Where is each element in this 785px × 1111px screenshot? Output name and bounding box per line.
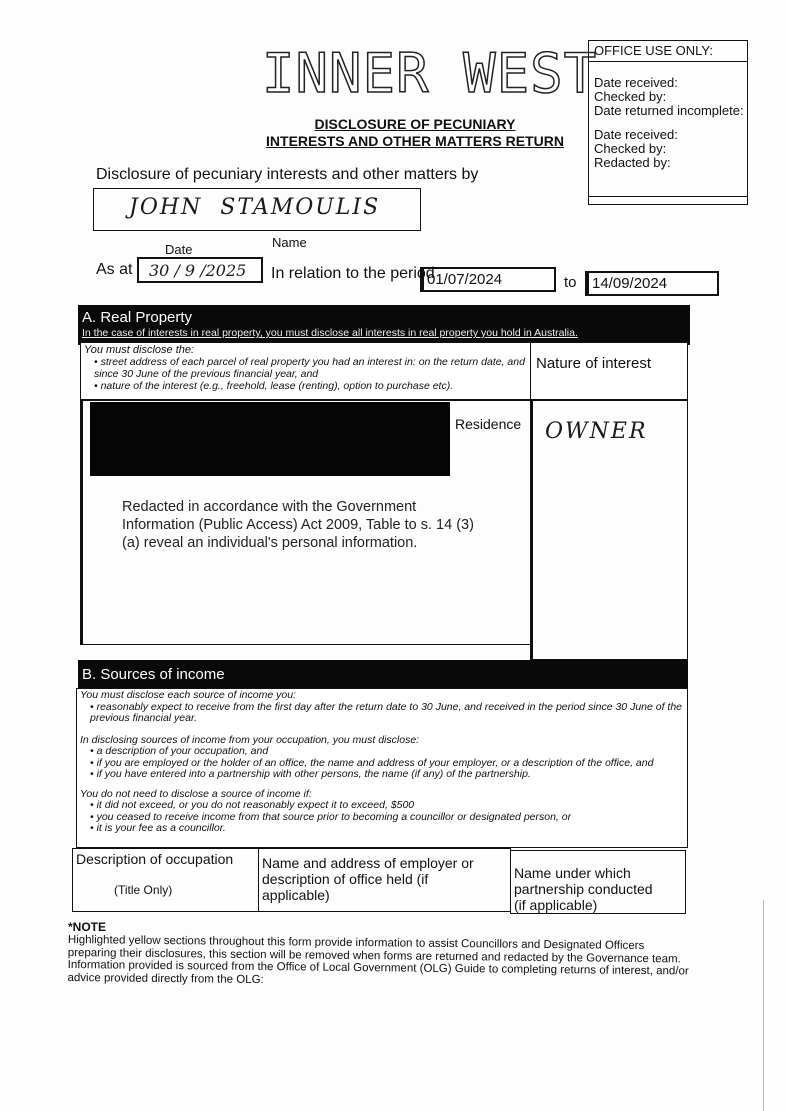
residence-label: Residence [455,416,522,432]
section-b-bullet: reasonably expect to receive from the fi… [90,701,684,725]
date-label: Date [165,242,193,257]
to-label: to [564,274,577,291]
section-b-bullet: a description of your occupation, and [90,745,684,758]
occupation-sub: (Title Only) [114,883,173,897]
office-date-received: Date received: [594,75,678,90]
section-b-p2: In disclosing sources of income from you… [80,733,420,746]
redaction-note-line: Redacted in accordance with the Governme… [122,499,417,515]
inner-west-logo: INNER WEST [261,41,598,106]
redaction-block [90,402,450,476]
office-use-title: OFFICE USE ONLY: [589,44,747,62]
income-col-occupation: Description of occupation (Title Only) [72,848,259,912]
section-b-bullet: if you are employed or the holder of an … [90,757,684,770]
name-label: Name [272,235,307,250]
redaction-note: Redacted in accordance with the Governme… [122,498,474,552]
nature-value: OWNER [545,419,648,444]
name-field[interactable]: JOHN STAMOULIS [93,188,421,231]
period-from-field[interactable]: 01/07/2024 [420,267,556,292]
section-b-bullet: it is your fee as a councillor. [90,822,684,835]
section-b-instructions: You must disclose each source of income … [76,688,688,848]
office-date-received-2: Date received: [594,127,678,142]
employer-header: Name and address of employer or descript… [262,855,474,903]
office-redacted-by: Redacted by: [594,155,671,170]
name-value: JOHN STAMOULIS [129,195,381,220]
section-a-bullet: street address of each parcel of real pr… [94,356,528,380]
income-col-partnership: Name under which partnership conducted (… [510,850,686,914]
form-title-line1: DISCLOSURE OF PECUNIARY [314,116,516,132]
partnership-header: Name under which partnership conducted (… [514,865,653,913]
date-field[interactable]: 30 / 9 /2025 [137,257,263,283]
section-b-title: B. Sources of income [82,666,225,683]
section-a-bullet: nature of the interest (e.g., freehold, … [94,380,528,392]
office-use-box: OFFICE USE ONLY: Date received: Checked … [588,40,748,205]
section-b-header [78,660,688,690]
section-b-bullet: you ceased to receive income from that s… [90,811,684,824]
section-a-header [78,305,690,345]
nature-value-cell[interactable]: OWNER [530,400,688,660]
office-checked-by: Checked by: [594,89,667,104]
disclosure-intro: Disclosure of pecuniary interests and ot… [96,166,479,183]
occupation-header: Description of occupation [76,851,234,867]
nature-header: Nature of interest [536,355,652,372]
date-value: 30 / 9 /2025 [149,261,247,280]
office-checked-by-2: Checked by: [594,141,667,156]
scan-edge-line [763,900,764,1111]
form-title-line2: INTERESTS AND OTHER MATTERS RETURN [266,133,564,149]
office-date-returned-incomplete: Date returned incomplete: [594,103,744,118]
nature-header-cell: Nature of interest [530,342,688,400]
section-a-intro: You must disclose the: [84,344,195,356]
note-title: *NOTE [68,920,107,934]
as-at-label: As at [96,261,133,278]
section-b-bullet: it did not exceed, or you do not reasona… [90,799,684,812]
section-a-title: A. Real Property [82,309,193,326]
period-label: In relation to the period [271,265,435,282]
income-col-employer: Name and address of employer or descript… [258,848,511,912]
section-b-p3: You do not need to disclose a source of … [80,787,312,800]
section-b-p1: You must disclose each source of income … [80,689,296,701]
redaction-note-line: (a) reveal an individual's personal info… [122,535,418,551]
period-to-field[interactable]: 14/09/2024 [585,271,719,296]
section-a-instructions: You must disclose the: street address of… [80,342,532,400]
section-a-subtitle: In the case of interests in real propert… [82,327,578,339]
note-text: Highlighted yellow sections throughout t… [67,934,689,986]
section-b-bullet: if you have entered into a partnership w… [90,768,684,781]
redaction-note-line: Information (Public Access) Act 2009, Ta… [122,517,474,533]
